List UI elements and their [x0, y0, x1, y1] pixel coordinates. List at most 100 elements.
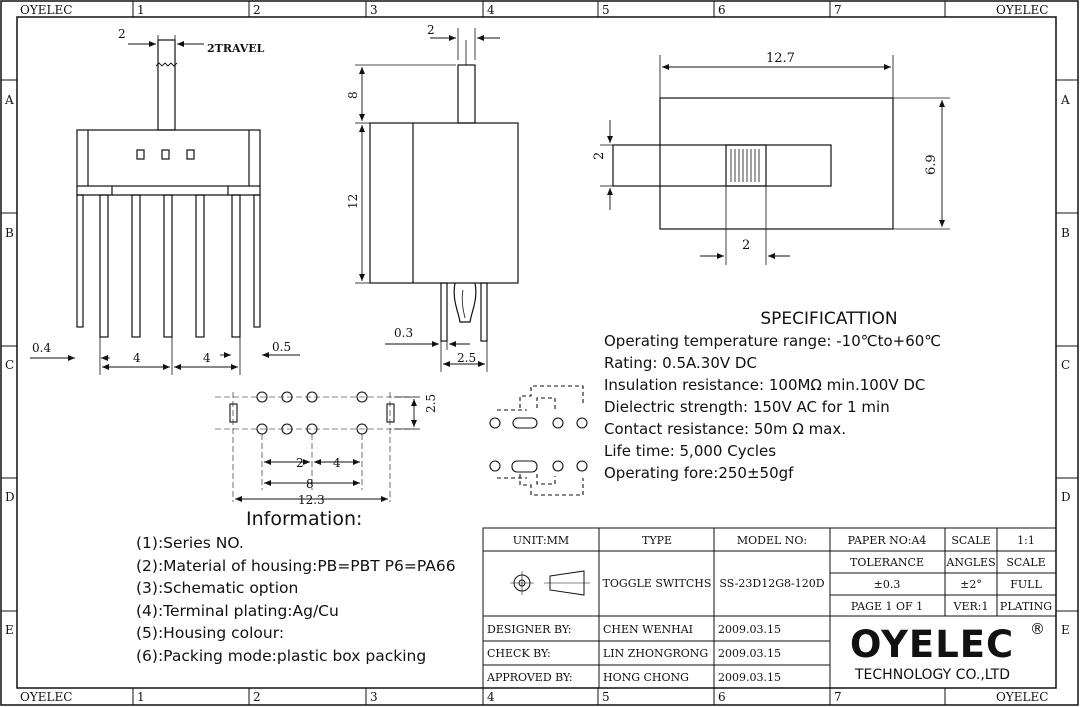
model-header: MODEL NO: [737, 534, 807, 547]
dim-front-8: 8 [346, 91, 360, 99]
col-label: 7 [834, 3, 842, 17]
row-label: D [5, 490, 15, 504]
designer-date: 2009.03.15 [718, 623, 781, 636]
side-view [30, 35, 300, 375]
dim-pcb-2: 2 [296, 456, 304, 470]
col-label: 6 [718, 690, 726, 704]
tolerance-value: ±0.3 [874, 578, 901, 591]
information-block: Information: (1):Series NO. (2):Material… [136, 508, 476, 667]
col-label: 1 [137, 690, 145, 704]
row-label: A [1060, 93, 1070, 107]
frame-brand-bottom-left: OYELEC [20, 690, 72, 704]
approved-label: APPROVED BY: [486, 671, 573, 684]
col-label: 6 [718, 3, 726, 17]
dim-front-2-5: 2.5 [457, 351, 476, 365]
info-line: (4):Terminal plating:Ag/Cu [136, 601, 339, 620]
dim-top-2-vertical: 2 [592, 152, 607, 160]
col-label: 2 [253, 3, 261, 17]
frame-labels: OYELEC OYELEC OYELEC OYELEC 1 2 3 4 5 6 … [4, 3, 1071, 704]
col-label: 1 [137, 3, 145, 17]
col-label: 3 [370, 690, 378, 704]
side-view-dims: 2 2TRAVEL 0.4 4 4 0.5 [32, 27, 291, 365]
scale-value: 1:1 [1017, 534, 1035, 547]
spec-line: Dielectric strength: 150V AC for 1 min [604, 398, 890, 416]
front-view-dims: 2 8 12 0.3 2.5 [346, 23, 476, 365]
ver-cell: VER:1 [953, 600, 989, 613]
dim-front-0-3: 0.3 [394, 326, 413, 340]
spec-line: Insulation resistance: 100MΩ min.100V DC [604, 376, 926, 394]
spec-line: Operating fore:250±50gf [604, 464, 794, 482]
approval-text: DESIGNER BY: CHEN WENHAI 2009.03.15 CHEC… [486, 623, 781, 684]
dim-pcb-2-5: 2.5 [424, 394, 438, 413]
row-label: B [5, 226, 14, 240]
spec-line: Operating temperature range: -10℃to+60℃ [604, 332, 942, 350]
check-date: 2009.03.15 [718, 647, 781, 660]
col-label: 7 [834, 690, 842, 704]
info-line: (3):Schematic option [136, 579, 299, 597]
approved-date: 2009.03.15 [718, 671, 781, 684]
col-label: 4 [487, 690, 495, 704]
check-label: CHECK BY: [487, 647, 551, 660]
pcb-layout [215, 391, 420, 502]
designer-name: CHEN WENHAI [603, 623, 693, 636]
dim-side-0-4: 0.4 [32, 341, 51, 355]
col-label: 5 [602, 690, 610, 704]
information-title: Information: [246, 508, 363, 530]
dim-front-2: 2 [427, 23, 435, 37]
frame-brand-top-right: OYELEC [996, 3, 1048, 17]
registered-mark: ® [1030, 620, 1045, 638]
front-view [355, 28, 519, 372]
col-label: 5 [602, 3, 610, 17]
frame-brand-bottom-right: OYELEC [996, 690, 1048, 704]
check-name: LIN ZHONGRONG [603, 647, 708, 660]
col-label: 2 [253, 690, 261, 704]
spec-line: Life time: 5,000 Cycles [604, 442, 777, 460]
dim-side-4b: 4 [203, 351, 211, 365]
dim-top-12-7: 12.7 [766, 51, 795, 66]
title-block-grid [482, 527, 1057, 689]
angles-value: ±2° [960, 578, 982, 591]
company-logo: OYELEC ® TECHNOLOGY CO.,LTD [850, 620, 1045, 683]
unit-cell: UNIT:MM [513, 534, 569, 547]
designer-label: DESIGNER BY: [487, 623, 571, 636]
logo-text: OYELEC [850, 623, 1014, 666]
specification-block: SPECIFICATTION Operating temperature ran… [604, 309, 1024, 484]
scale-header: SCALE [951, 534, 990, 547]
specification-title: SPECIFICATTION [760, 309, 898, 329]
row-label: B [1061, 226, 1070, 240]
dim-pcb-4: 4 [333, 456, 341, 470]
spec-line: Contact resistance: 50m Ω max. [604, 420, 847, 438]
row-label: E [1061, 623, 1070, 637]
model-value: SS-23D12G8-120D [719, 577, 824, 590]
row-label: E [5, 623, 14, 637]
dim-pcb-8: 8 [306, 477, 314, 491]
projection-symbol [510, 570, 590, 596]
row-label: C [1061, 358, 1070, 372]
dim-travel-label: 2TRAVEL [207, 42, 265, 55]
tolerance-header: TOLERANCE [850, 556, 924, 569]
info-line: (6):Packing mode:plastic box packing [136, 646, 427, 665]
col-label: 4 [487, 3, 495, 17]
info-line: (1):Series NO. [136, 534, 244, 552]
page-cell: PAGE 1 OF 1 [851, 600, 923, 613]
circuit-schematic [489, 385, 588, 496]
dim-side-0-5: 0.5 [272, 340, 291, 354]
row-label: C [5, 358, 14, 372]
plating-cell: PLATING [1000, 600, 1052, 613]
angles-header: ANGLES [945, 556, 995, 569]
scale2-header: SCALE [1006, 556, 1045, 569]
type-header: TYPE [642, 534, 672, 547]
spec-line: Rating: 0.5A.30V DC [604, 354, 757, 372]
pcb-layout-dims: 2.5 2 4 8 12.3 [296, 394, 438, 507]
info-line: (2):Material of housing:PB=PBT P6=PA66 [136, 556, 456, 575]
row-label: D [1061, 490, 1071, 504]
dim-side-4a: 4 [133, 351, 141, 365]
dim-travel-2: 2 [118, 27, 126, 41]
dim-pcb-12-3: 12.3 [298, 493, 325, 507]
dim-front-12: 12 [346, 194, 360, 209]
title-block-text: UNIT:MM TYPE MODEL NO: PAPER NO:A4 SCALE… [513, 534, 1052, 613]
info-line: (5):Housing colour: [136, 624, 285, 642]
frame-brand-top-left: OYELEC [20, 3, 72, 17]
approved-name: HONG CHONG [603, 671, 689, 684]
